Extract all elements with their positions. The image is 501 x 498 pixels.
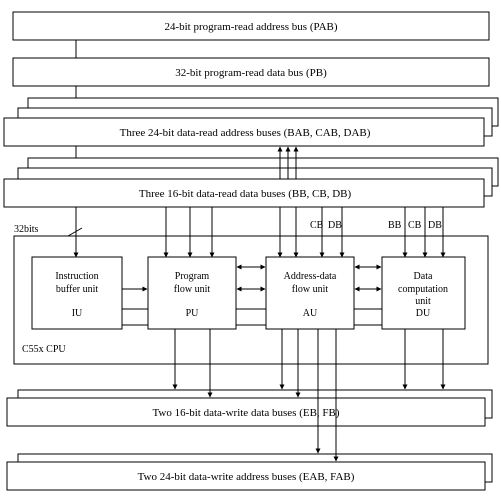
du-line3: unit [415, 296, 431, 307]
data-read-data-buses-label: Three 16-bit data-read data buses (BB, C… [139, 188, 352, 200]
pab-bus-label: 24-bit program-read address bus (PAB) [164, 21, 337, 33]
pu-abbr: PU [186, 308, 200, 319]
au-line2: flow unit [292, 284, 329, 295]
au-cb-tag: CB [310, 220, 324, 231]
data-read-address-buses: Three 24-bit data-read address buses (BA… [3, 97, 499, 147]
du-box: Data computation unit DU [381, 256, 466, 330]
au-line1: Address-data [284, 271, 337, 282]
pab-bus: 24-bit program-read address bus (PAB) [12, 11, 490, 41]
du-line1: Data [414, 271, 433, 282]
du-cb-tag: CB [408, 220, 422, 231]
iu-line1: Instruction [55, 271, 98, 282]
data-write-address-buses-label: Two 24-bit data-write address buses (EAB… [138, 471, 355, 483]
au-box: Address-data flow unit AU [265, 256, 355, 330]
cpu-label: C55x CPU [22, 344, 66, 355]
width-slash [67, 227, 83, 237]
au-db-tag: DB [328, 220, 342, 231]
pu-line1: Program [175, 271, 210, 282]
data-write-data-buses: Two 16-bit data-write data buses (EB, FB… [6, 389, 493, 427]
pu-line2: flow unit [174, 284, 211, 295]
pb-bus-label: 32-bit program-read data bus (PB) [175, 67, 327, 79]
iu-box: Instruction buffer unit IU [31, 256, 123, 330]
du-bb-tag: BB [388, 220, 402, 231]
du-abbr: DU [416, 308, 431, 319]
pb-bus: 32-bit program-read data bus (PB) [12, 57, 490, 87]
data-write-data-buses-label: Two 16-bit data-write data buses (EB, FB… [152, 407, 339, 419]
data-read-data-buses: Three 16-bit data-read data buses (BB, C… [3, 157, 499, 208]
du-line2: computation [398, 284, 448, 295]
data-write-address-buses: Two 24-bit data-write address buses (EAB… [6, 453, 493, 491]
pu-box: Program flow unit PU [147, 256, 237, 330]
iu-line2: buffer unit [56, 284, 99, 295]
width-label: 32bits [14, 224, 39, 235]
du-db-tag: DB [428, 220, 442, 231]
au-abbr: AU [303, 308, 318, 319]
iu-abbr: IU [72, 308, 83, 319]
data-read-address-buses-label: Three 24-bit data-read address buses (BA… [120, 127, 371, 139]
